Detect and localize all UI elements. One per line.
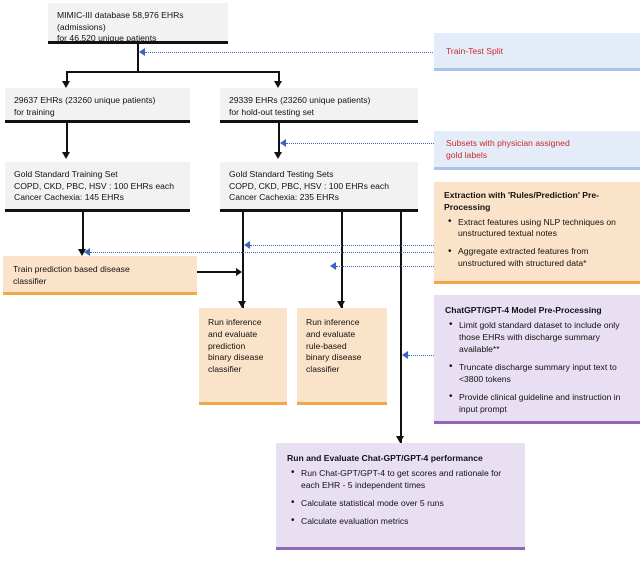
source-db-line1: MIMIC-III database 58,976 EHRs (admissio…: [57, 10, 184, 32]
inference-prediction-line5: classifier: [208, 364, 242, 375]
gold-labels-line2: gold labels: [446, 149, 488, 160]
testing-split-line1: 29339 EHRs (23260 unique patients): [229, 95, 371, 105]
gold-testing-line1: Gold Standard Testing Sets: [229, 169, 334, 179]
inference-prediction-line1: Run inference: [208, 317, 262, 327]
node-testing-split: 29339 EHRs (23260 unique patients) for h…: [220, 88, 418, 123]
arrow-to-testing-split: [274, 81, 282, 88]
evaluate-gpt-bullet-1: Run Chat-GPT/GPT-4 to get scores and rat…: [291, 467, 514, 491]
arrow-gpt-preprocessing: [402, 351, 408, 359]
connector-train-to-inference: [197, 271, 240, 273]
arrow-gold-labels: [280, 139, 286, 147]
inference-rule-line5: classifier: [306, 364, 340, 375]
node-source-database: MIMIC-III database 58,976 EHRs (admissio…: [48, 3, 228, 44]
connector-gold-training-to-train: [82, 212, 84, 252]
inference-prediction-line2: and evaluate: [208, 328, 258, 339]
arrow-to-gold-training: [62, 152, 70, 159]
extraction-bullet-2: Aggregate extracted features from unstru…: [448, 246, 630, 270]
gold-labels-line1: Subsets with physician assigned: [446, 138, 570, 148]
node-train-classifier: Train prediction based disease classifie…: [3, 256, 197, 295]
training-split-line2: for training: [14, 106, 55, 117]
inference-rule-line1: Run inference: [306, 317, 360, 327]
connector-branch-right: [278, 71, 280, 84]
annotation-gpt-preprocessing: ChatGPT/GPT-4 Model Pre-Processing Limit…: [434, 295, 640, 424]
node-gold-standard-training: Gold Standard Training Set COPD, CKD, PB…: [5, 162, 190, 212]
extraction-bullet-1: Extract features using NLP techniques on…: [448, 216, 630, 241]
dashed-gpt-preprocessing: [408, 355, 434, 356]
arrow-to-evaluate-gpt: [396, 436, 404, 443]
evaluate-gpt-title: Run and Evaluate Chat-GPT/GPT-4 performa…: [287, 453, 483, 463]
inference-rule-line4: binary disease: [306, 352, 362, 363]
gold-training-line1: Gold Standard Training Set: [14, 169, 118, 179]
dashed-gold-labels: [286, 143, 434, 144]
extraction-bullet-list: Extract features using NLP techniques on…: [444, 216, 630, 270]
train-classifier-line1: Train prediction based disease: [13, 264, 130, 274]
annotation-gold-labels: Subsets with physician assigned gold lab…: [434, 131, 640, 170]
evaluate-gpt-bullet-2: Calculate statistical mode over 5 runs: [291, 497, 514, 509]
dashed-train-test-split: [145, 52, 433, 53]
annotation-extraction-preprocessing: Extraction with 'Rules/Prediction' Pre-P…: [434, 182, 640, 284]
arrow-to-inference-prediction: [238, 301, 246, 308]
dashed-extraction-to-inference-rule: [336, 266, 434, 267]
connector-branch-left: [66, 71, 68, 84]
gold-training-line2: COPD, CKD, PBC, HSV : 100 EHRs each: [14, 180, 174, 191]
inference-rule-line2: and evaluate: [306, 328, 356, 339]
gpt-preprocessing-bullet-2: Truncate discharge summary input text to…: [449, 361, 629, 385]
arrow-train-test-split: [139, 48, 145, 56]
gpt-preprocessing-bullet-3: Provide clinical guideline and instructi…: [449, 391, 629, 415]
connector-source-stem: [137, 44, 139, 72]
arrow-to-gold-testing: [274, 152, 282, 159]
arrow-extraction-to-inference-prediction: [244, 241, 250, 249]
connector-gold-testing-right: [400, 212, 402, 443]
dashed-extraction-to-inference-prediction: [250, 245, 434, 246]
evaluate-gpt-bullet-list: Run Chat-GPT/GPT-4 to get scores and rat…: [287, 467, 514, 527]
arrow-extraction-to-gold-training: [84, 248, 90, 256]
train-classifier-line2: classifier: [13, 275, 47, 286]
connector-training-to-gold: [66, 123, 68, 155]
train-test-split-label: Train-Test Split: [446, 46, 503, 56]
connector-gold-testing-left: [242, 212, 244, 308]
gpt-preprocessing-title: ChatGPT/GPT-4 Model Pre-Processing: [445, 305, 602, 315]
inference-prediction-line3: prediction: [208, 340, 246, 351]
annotation-train-test-split: Train-Test Split: [434, 33, 640, 71]
arrow-to-inference-rule: [337, 301, 345, 308]
arrow-to-training-split: [62, 81, 70, 88]
inference-prediction-line4: binary disease: [208, 352, 264, 363]
arrow-to-train-classifier: [78, 249, 86, 256]
gold-training-line3: Cancer Cachexia: 145 EHRs: [14, 192, 124, 203]
node-inference-prediction: Run inference and evaluate prediction bi…: [199, 308, 287, 405]
node-evaluate-gpt-performance: Run and Evaluate Chat-GPT/GPT-4 performa…: [276, 443, 525, 550]
gpt-preprocessing-bullet-list: Limit gold standard dataset to include o…: [445, 319, 629, 415]
inference-rule-line3: rule-based: [306, 340, 347, 351]
connector-split-bar: [66, 71, 279, 73]
extraction-title: Extraction with 'Rules/Prediction' Pre-P…: [444, 190, 599, 212]
connector-testing-to-gold: [278, 123, 280, 155]
source-db-line2: for 46,520 unique patients: [57, 33, 157, 44]
gold-testing-line2: COPD, CKD, PBC, HSV : 100 EHRs each: [229, 180, 389, 191]
arrow-extraction-to-inference-rule: [330, 262, 336, 270]
training-split-line1: 29637 EHRs (23260 unique patients): [14, 95, 156, 105]
node-gold-standard-testing: Gold Standard Testing Sets COPD, CKD, PB…: [220, 162, 418, 212]
node-training-split: 29637 EHRs (23260 unique patients) for t…: [5, 88, 190, 123]
node-inference-rule-based: Run inference and evaluate rule-based bi…: [297, 308, 387, 405]
dashed-extraction-to-gold-training: [90, 252, 434, 253]
gpt-preprocessing-bullet-1: Limit gold standard dataset to include o…: [449, 319, 629, 355]
evaluate-gpt-bullet-3: Calculate evaluation metrics: [291, 515, 514, 527]
connector-gold-testing-mid: [341, 212, 343, 308]
arrow-train-to-inference: [236, 268, 242, 276]
gold-testing-line3: Cancer Cachexia: 235 EHRs: [229, 192, 339, 203]
testing-split-line2: for hold-out testing set: [229, 106, 315, 117]
